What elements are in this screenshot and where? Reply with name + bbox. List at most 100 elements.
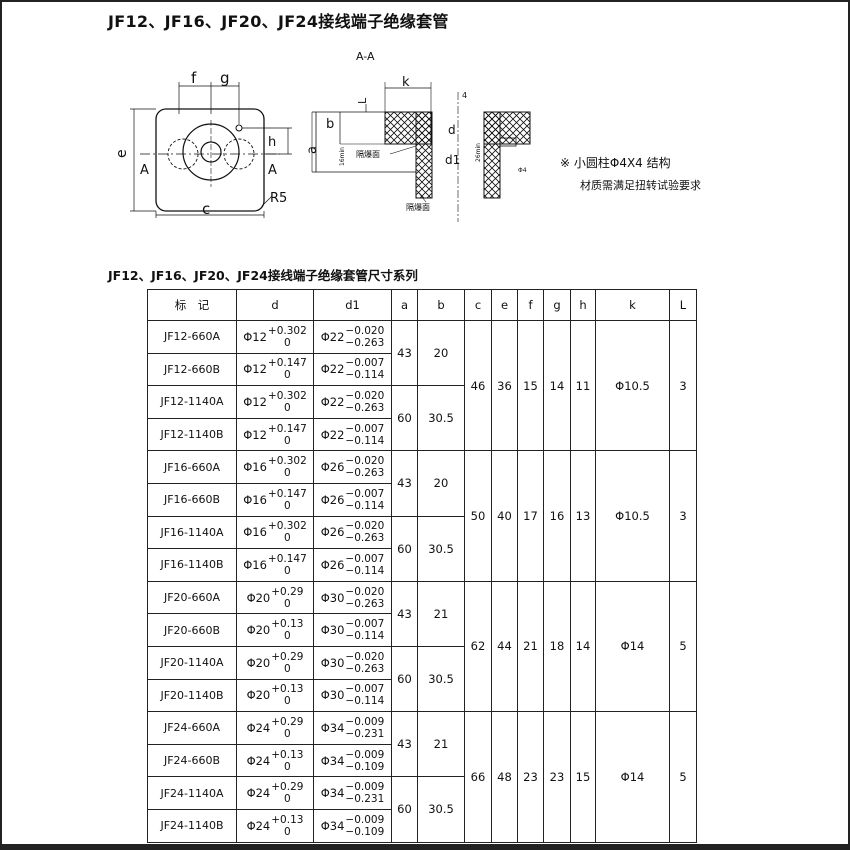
cell-a: 60 — [391, 515, 418, 582]
front-outline — [155, 108, 265, 212]
cell-d1-upper: −0.009 — [345, 748, 385, 761]
cell-a: 60 — [391, 776, 418, 843]
cell-k: Φ14 — [595, 580, 670, 713]
cell-e: 44 — [491, 580, 518, 713]
cell-k: Φ14 — [595, 711, 670, 843]
small-pin — [235, 124, 243, 132]
cell-d1-base: Φ34 — [320, 786, 345, 801]
cell-d1: Φ30−0.007−0.114 — [313, 613, 392, 647]
cell-d1-base: Φ22 — [320, 427, 345, 442]
cell-d-lower: 0 — [284, 760, 291, 773]
cell-d-base: Φ20 — [246, 655, 271, 670]
header-e: e — [491, 289, 518, 321]
cell-l: 3 — [669, 450, 697, 582]
cell-a: 43 — [391, 711, 418, 778]
cell-d-upper: +0.13 — [271, 813, 304, 826]
cell-d-upper: +0.147 — [267, 422, 307, 435]
cell-d-lower: 0 — [283, 467, 291, 480]
front-view: f g e h A A c R5 — [114, 69, 292, 218]
cell-model: JF16-1140B — [147, 548, 237, 582]
cell-d1-lower: −0.109 — [345, 825, 385, 838]
cell-d-lower: 0 — [283, 401, 291, 414]
cell-d1-base: Φ22 — [320, 394, 345, 409]
cell-d-lower: 0 — [284, 825, 291, 838]
cell-l: 5 — [669, 580, 697, 713]
cell-d1-base: Φ22 — [320, 362, 345, 377]
header-b: b — [417, 289, 465, 321]
cell-h: 13 — [570, 450, 596, 582]
cell-d1-base: Φ26 — [320, 460, 345, 475]
cell-f: 17 — [517, 450, 544, 582]
cell-d1: Φ30−0.020−0.263 — [313, 580, 392, 615]
cell-d-base: Φ16 — [243, 492, 267, 507]
label-c: c — [202, 200, 210, 218]
label-l: L — [356, 97, 369, 104]
cell-d1: Φ22−0.020−0.263 — [313, 385, 392, 419]
cell-a: 43 — [391, 450, 418, 517]
cell-a: 43 — [391, 580, 418, 647]
cell-model: JF20-660A — [147, 580, 237, 615]
cell-d1-lower: −0.263 — [345, 467, 385, 480]
cell-d1-lower: −0.231 — [345, 793, 385, 806]
label-f: f — [191, 69, 197, 87]
note-line-2: 材质需满足扭转试验要求 — [580, 178, 701, 192]
cell-d-upper: +0.13 — [271, 748, 304, 761]
cell-l: 5 — [669, 711, 697, 843]
cell-d1-lower: −0.114 — [345, 564, 385, 577]
cell-d-lower: 0 — [284, 695, 291, 708]
cell-d-upper: +0.29 — [271, 715, 304, 728]
cell-d-lower: 0 — [283, 336, 291, 349]
cell-d1-lower: −0.114 — [345, 499, 385, 512]
cell-model: JF12-1140B — [147, 417, 237, 452]
cell-d1-lower: −0.263 — [345, 597, 385, 610]
cell-model: JF12-1140A — [147, 385, 237, 419]
header-g: g — [543, 289, 571, 321]
cell-d-base: Φ16 — [243, 460, 267, 475]
cell-d1: Φ34−0.009−0.109 — [313, 808, 392, 843]
cell-d-upper: +0.302 — [267, 520, 307, 533]
cell-f: 23 — [517, 711, 544, 843]
cell-d-upper: +0.29 — [271, 781, 304, 794]
cell-d-upper: +0.147 — [267, 357, 307, 370]
cell-model: JF12-660A — [147, 320, 237, 354]
cell-h: 14 — [570, 580, 596, 713]
cell-d1: Φ22−0.007−0.114 — [313, 352, 392, 387]
header-k: k — [595, 289, 670, 321]
technical-drawing: f g e h A A c R5 A-A — [114, 50, 701, 222]
cell-d1-base: Φ30 — [320, 590, 345, 605]
cell-d1-upper: −0.020 — [345, 585, 385, 598]
cell-d1-base: Φ26 — [320, 525, 345, 540]
cell-model: JF24-660A — [147, 711, 237, 745]
cell-c: 46 — [464, 319, 492, 452]
cell-d1-upper: −0.020 — [345, 324, 385, 337]
cell-d-lower: 0 — [283, 499, 291, 512]
cell-d1-lower: −0.263 — [345, 401, 385, 414]
cell-d-base: Φ16 — [243, 525, 267, 540]
label-four: 4 — [462, 91, 467, 100]
cell-d-base: Φ24 — [246, 818, 271, 833]
table-header-row: 标 记 d d1 a b c e f g h k L — [147, 289, 697, 321]
cell-d1-upper: −0.009 — [345, 813, 385, 826]
cell-d1-lower: −0.109 — [345, 760, 385, 773]
cell-d-upper: +0.29 — [271, 650, 304, 663]
cell-d1-upper: −0.009 — [345, 781, 385, 794]
cell-d1-lower: −0.231 — [345, 727, 385, 740]
cell-d1-lower: −0.114 — [345, 369, 385, 382]
cell-d-lower: 0 — [284, 793, 291, 806]
cell-d-base: Φ20 — [246, 590, 271, 605]
cell-d-upper: +0.302 — [267, 455, 307, 468]
label-16min: 16min — [339, 147, 346, 166]
page-title: JF12、JF16、JF20、JF24接线端子绝缘套管 — [108, 12, 449, 31]
header-d1: d1 — [313, 289, 392, 321]
cell-d1-upper: −0.020 — [345, 389, 385, 402]
header-a: a — [391, 289, 418, 321]
cell-d-base: Φ20 — [246, 688, 271, 703]
cell-h: 15 — [570, 711, 596, 843]
